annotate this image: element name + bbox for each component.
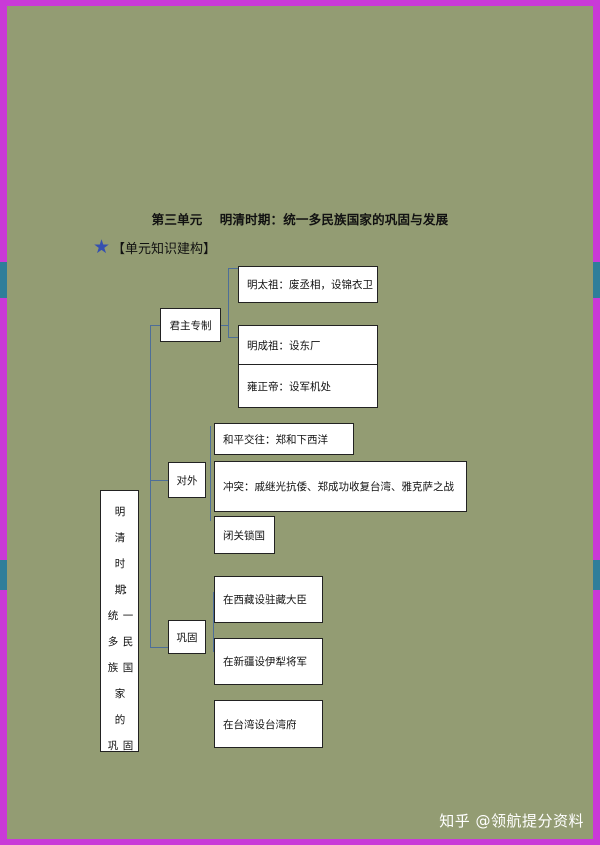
- unit-title: 第三单元 明清时期：统一多民族国家的巩固与发展: [151, 212, 449, 227]
- root-topic-char: 的: [114, 714, 126, 726]
- root-topic-char: 民: [122, 636, 134, 648]
- root-topic-char: 多: [107, 636, 119, 648]
- consolidation-item: 在台湾设台湾府: [214, 700, 323, 748]
- right-edge-tab-bottom: [593, 560, 600, 590]
- root-connector-vertical: [150, 325, 151, 647]
- star-icon: ★: [93, 236, 111, 258]
- watermark: 知乎 @领航提分资料: [439, 812, 584, 830]
- monarchy-bracket-top: [228, 268, 238, 269]
- section-heading: ★ 【单元知识建构】: [93, 236, 217, 258]
- monarchy-bracket-bottom: [228, 337, 238, 338]
- root-topic-char: 时: [114, 558, 126, 570]
- root-topic-char: 家: [114, 688, 126, 700]
- monarchy-bracket: [228, 268, 229, 338]
- monarchy-item: 明太祖：废丞相，设锦衣卫: [238, 266, 378, 303]
- foreign-bracket: [210, 426, 211, 521]
- root-topic-char: 统: [107, 610, 119, 622]
- root-topic-char: 固: [122, 740, 134, 752]
- root-topic-char: ：: [122, 584, 134, 596]
- monarchy-bracket-stub: [221, 325, 228, 326]
- branch-foreign: 对外: [168, 462, 206, 498]
- branch-consolidation: 巩固: [168, 620, 206, 654]
- consolidation-item: 在新疆设伊犁将军: [214, 638, 323, 685]
- root-topic-box: 明清时期： 统一多民族国家的巩固: [100, 490, 139, 752]
- left-edge-tab-bottom: [0, 560, 7, 590]
- monarchy-item: 明成祖：设东厂: [238, 325, 378, 365]
- consolidation-item: 在西藏设驻藏大臣: [214, 576, 323, 623]
- monarchy-item: 雍正帝：设军机处: [238, 364, 378, 408]
- root-topic-char: 族: [107, 662, 119, 674]
- connector-monarchy: [150, 325, 160, 326]
- connector-foreign: [150, 480, 168, 481]
- right-edge-tab-top: [593, 262, 600, 298]
- root-topic-char: 一: [122, 610, 134, 622]
- foreign-item: 闭关锁国: [214, 516, 275, 554]
- connector-consolidation: [150, 647, 168, 648]
- branch-monarchy: 君主专制: [160, 308, 221, 342]
- foreign-item: 冲突：戚继光抗倭、郑成功收复台湾、雅克萨之战: [214, 461, 467, 512]
- root-topic-char: 国: [122, 662, 134, 674]
- root-topic-char: 巩: [107, 740, 119, 752]
- root-topic-char: 明: [114, 506, 126, 518]
- root-topic-char: 期: [114, 584, 126, 596]
- section-heading-text: 【单元知识建构】: [112, 242, 217, 257]
- foreign-item: 和平交往：郑和下西洋: [214, 423, 354, 455]
- root-topic-char: 清: [114, 532, 126, 544]
- left-edge-tab-top: [0, 262, 7, 298]
- consolidation-bracket: [213, 592, 214, 652]
